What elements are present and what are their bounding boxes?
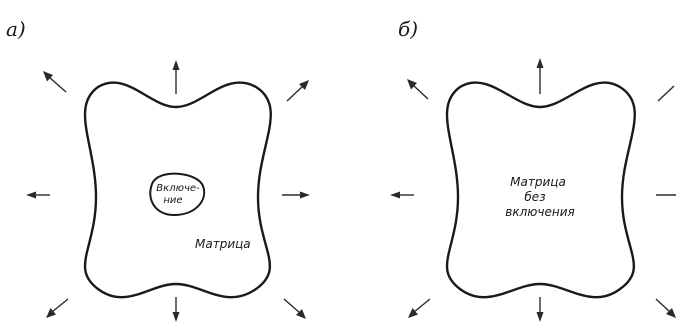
panel-a-label: а) bbox=[6, 17, 26, 41]
panel-a: а) bbox=[6, 17, 310, 322]
matrix-label-b-line-1: Матрица bbox=[510, 175, 566, 189]
arrow-a-top bbox=[172, 60, 180, 94]
inclusion-label-line-2: ние bbox=[163, 195, 182, 206]
arrow-b-bottom-left bbox=[408, 298, 431, 318]
matrix-blob-b bbox=[445, 81, 636, 299]
panel-b-label: б) bbox=[398, 17, 418, 41]
arrow-b-top-left bbox=[407, 79, 429, 100]
panel-b: б) Ма bbox=[390, 17, 676, 322]
matrix-label-a: Матрица bbox=[195, 237, 251, 251]
inclusion-label-line-1: Включе- bbox=[156, 183, 200, 194]
inclusion-outline bbox=[149, 172, 206, 217]
arrow-a-top-right bbox=[286, 80, 309, 102]
arrow-a-right bbox=[282, 191, 310, 199]
arrow-a-left bbox=[26, 191, 50, 199]
matrix-label-b-line-2: без bbox=[524, 190, 545, 204]
arrow-a-bottom-right bbox=[283, 298, 306, 319]
arrow-b-bottom-right bbox=[655, 298, 676, 318]
arrow-a-bottom bbox=[172, 297, 180, 322]
arrow-b-left bbox=[390, 191, 414, 199]
arrow-b-top bbox=[536, 58, 544, 94]
arrow-b-bottom bbox=[536, 297, 544, 322]
matrix-label-b-line-3: включения bbox=[505, 205, 574, 219]
arrow-b-top-right bbox=[657, 85, 675, 102]
arrow-a-bottom-left bbox=[46, 298, 69, 318]
arrow-a-top-left bbox=[43, 71, 67, 93]
